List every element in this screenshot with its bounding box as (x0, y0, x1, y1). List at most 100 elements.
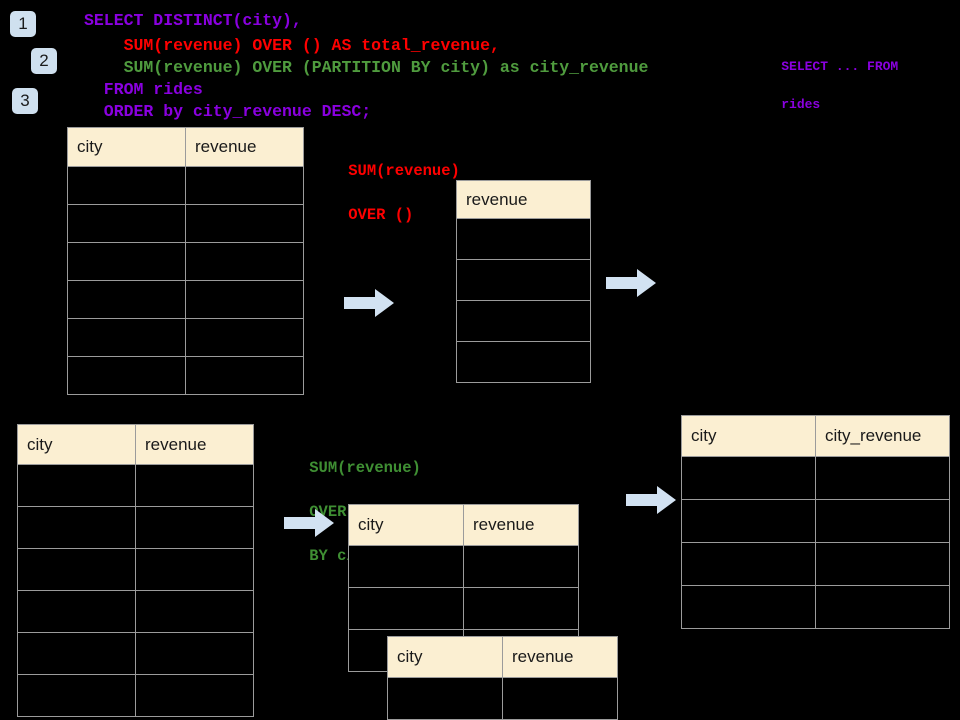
step-badge-3: 3 (12, 88, 38, 114)
cell-city (67, 318, 186, 357)
step-badge-2: 2 (31, 48, 57, 74)
table-row (456, 341, 591, 383)
query-line-select: SELECT DISTINCT(city), (84, 11, 302, 30)
cell-revenue (135, 674, 254, 717)
table-partition-front: city revenue (387, 636, 618, 720)
arrow-right-icon-partition-to-result (626, 486, 676, 514)
side-note-select-from: SELECT ... FROM rides (750, 38, 898, 133)
cell-revenue (135, 548, 254, 591)
table-row (681, 542, 950, 586)
cell-city-revenue (815, 585, 950, 629)
table-row (17, 674, 254, 717)
cell-city-revenue (815, 542, 950, 586)
annotation-total-revenue-line-1: SUM(revenue) (348, 162, 460, 180)
annotation-total-revenue-line-2: OVER () (348, 206, 414, 224)
table-row (681, 585, 950, 629)
column-header-city: city (681, 415, 816, 457)
cell-city-revenue (815, 456, 950, 500)
cell-city (681, 542, 816, 586)
cell-revenue (502, 677, 618, 720)
table-row (348, 545, 579, 588)
cell-revenue (135, 590, 254, 633)
table-row (17, 590, 254, 633)
query-line-order-by: ORDER by city_revenue DESC; (84, 102, 372, 121)
table-row (681, 456, 950, 500)
cell-city (17, 548, 136, 591)
table-row (456, 300, 591, 342)
column-header-revenue: revenue (456, 180, 591, 219)
cell-revenue (185, 280, 304, 319)
column-header-revenue: revenue (185, 127, 304, 167)
query-line-from: FROM rides (84, 80, 203, 99)
cell-city (17, 590, 136, 633)
cell-city (67, 356, 186, 395)
table-row (67, 166, 304, 205)
table-row (17, 506, 254, 549)
cell-revenue (135, 464, 254, 507)
table-row (67, 356, 304, 395)
cell-city (67, 280, 186, 319)
cell-city (681, 499, 816, 543)
table-row (456, 218, 591, 260)
table-row (387, 677, 618, 720)
cell-city (348, 587, 464, 630)
arrow-right-icon-source-to-partition (284, 509, 334, 537)
table-total-revenue: revenue (456, 180, 591, 383)
cell-city (681, 456, 816, 500)
table-header-row: city revenue (348, 504, 579, 546)
table-header-row: city revenue (67, 127, 304, 167)
column-header-revenue: revenue (502, 636, 618, 678)
query-line-city-revenue: SUM(revenue) OVER (PARTITION BY city) as… (84, 58, 649, 77)
cell-revenue (456, 341, 591, 383)
column-header-city: city (67, 127, 186, 167)
annotation-total-revenue: SUM(revenue) OVER () (311, 138, 460, 248)
cell-revenue (185, 242, 304, 281)
table-row (348, 587, 579, 630)
cell-revenue (463, 587, 579, 630)
cell-city (348, 545, 464, 588)
table-result: city city_revenue (681, 415, 950, 629)
table-source-top: city revenue (67, 127, 304, 395)
table-header-row: city revenue (387, 636, 618, 678)
table-row (17, 464, 254, 507)
step-badge-1: 1 (10, 11, 36, 37)
column-header-revenue: revenue (463, 504, 579, 546)
column-header-city: city (387, 636, 503, 678)
cell-revenue (135, 632, 254, 675)
table-source-bottom: city revenue (17, 424, 254, 717)
cell-revenue (456, 259, 591, 301)
cell-city (17, 506, 136, 549)
column-header-revenue: revenue (135, 424, 254, 465)
table-header-row: revenue (456, 180, 591, 219)
arrow-right-icon-total-to-result (606, 269, 656, 297)
table-row (67, 242, 304, 281)
column-header-city-revenue: city_revenue (815, 415, 950, 457)
cell-city (67, 242, 186, 281)
cell-city (17, 674, 136, 717)
cell-revenue (456, 300, 591, 342)
table-header-row: city revenue (17, 424, 254, 465)
table-header-row: city city_revenue (681, 415, 950, 457)
arrow-right-icon-source-to-total (344, 289, 394, 317)
side-note-line-1: SELECT ... FROM (781, 59, 899, 74)
table-row (17, 632, 254, 675)
query-line-total-revenue: SUM(revenue) OVER () AS total_revenue, (84, 36, 500, 55)
cell-revenue (185, 318, 304, 357)
cell-city (67, 166, 186, 205)
cell-city (387, 677, 503, 720)
cell-revenue (185, 204, 304, 243)
column-header-city: city (348, 504, 464, 546)
cell-city-revenue (815, 499, 950, 543)
table-row (67, 280, 304, 319)
table-row (17, 548, 254, 591)
cell-city (681, 585, 816, 629)
cell-city (17, 464, 136, 507)
table-row (67, 204, 304, 243)
table-row (681, 499, 950, 543)
side-note-line-2: rides (781, 97, 821, 112)
table-row (67, 318, 304, 357)
cell-revenue (135, 506, 254, 549)
cell-city (17, 632, 136, 675)
table-row (456, 259, 591, 301)
